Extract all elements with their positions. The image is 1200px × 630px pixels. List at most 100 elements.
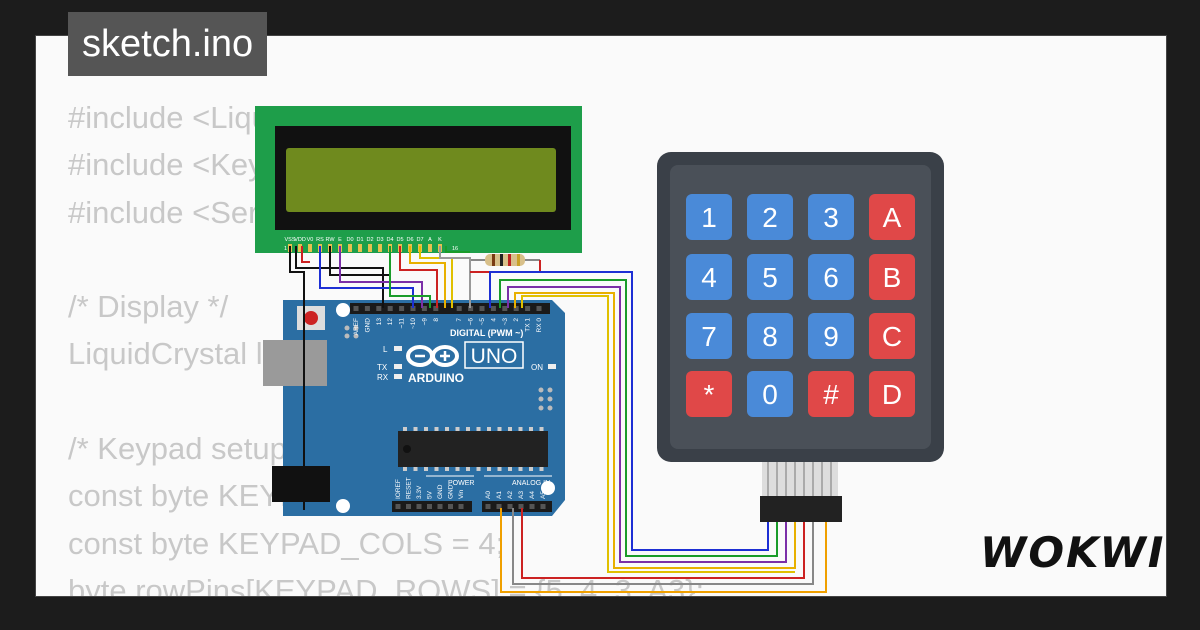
keypad-key[interactable]: #: [808, 371, 854, 417]
digital-pin[interactable]: [421, 306, 427, 311]
keypad-key[interactable]: 9: [808, 313, 854, 359]
lcd-pin[interactable]: [348, 244, 352, 252]
led-label-rx: RX: [377, 373, 389, 382]
bottom-pin[interactable]: [448, 504, 453, 509]
digital-pin-label: 13: [376, 318, 383, 326]
lcd-pin[interactable]: [308, 244, 312, 252]
bottom-pin[interactable]: [427, 504, 432, 509]
bottom-pin[interactable]: [406, 504, 411, 509]
keypad-key-label: 3: [823, 202, 839, 233]
keypad-key[interactable]: 3: [808, 194, 854, 240]
bottom-pin-label: A2: [507, 491, 514, 499]
wire-keypad-7: [500, 508, 827, 593]
digital-pin[interactable]: [490, 306, 496, 311]
bottom-pin[interactable]: [540, 504, 546, 509]
digital-pin-label: ~6: [468, 318, 475, 326]
bottom-pin[interactable]: [518, 504, 524, 509]
digital-pin-label: 12: [387, 318, 394, 326]
bottom-pin-label: RESET: [406, 477, 413, 499]
digital-pin-label: ~10: [410, 318, 417, 329]
digital-pin[interactable]: [536, 306, 542, 311]
filename-tab[interactable]: sketch.ino: [68, 12, 268, 76]
keypad-key[interactable]: *: [686, 371, 732, 417]
resistor[interactable]: [470, 254, 540, 266]
wire-yellow-d6: [409, 246, 446, 308]
wokwi-logo[interactable]: WOKWI: [980, 528, 1165, 577]
keypad-key[interactable]: B: [869, 254, 915, 300]
keypad-key[interactable]: D: [869, 371, 915, 417]
digital-pin[interactable]: [456, 306, 462, 311]
digital-pin[interactable]: [513, 306, 519, 311]
keypad-key[interactable]: 0: [747, 371, 793, 417]
usb-port: [263, 340, 327, 386]
lcd-pin-label: E: [338, 237, 342, 243]
digital-pin[interactable]: [387, 306, 393, 311]
wire-red-vdd: [301, 246, 310, 263]
bottom-pin-label: Vin: [458, 489, 465, 499]
keypad-key[interactable]: 8: [747, 313, 793, 359]
digital-pin[interactable]: [410, 306, 416, 311]
wire-keypad-2: [499, 279, 778, 557]
bottom-pin-label: A3: [518, 491, 525, 499]
bottom-pin[interactable]: [529, 504, 535, 509]
keypad-key[interactable]: 1: [686, 194, 732, 240]
bottom-pins: [395, 504, 546, 509]
bottom-pin[interactable]: [416, 504, 422, 509]
digital-pin[interactable]: [364, 306, 370, 311]
lcd-pin-label: K: [438, 237, 442, 243]
lcd-pin[interactable]: [428, 244, 432, 252]
bottom-pin[interactable]: [395, 504, 401, 509]
keypad-key[interactable]: A: [869, 194, 915, 240]
digital-pin[interactable]: [399, 306, 405, 311]
keypad-key[interactable]: 6: [808, 254, 854, 300]
keypad-key-label: C: [882, 321, 902, 352]
digital-pin-label: RX 0: [536, 318, 543, 333]
keypad-key[interactable]: 4: [686, 254, 732, 300]
on-label: ON: [531, 363, 543, 372]
wire-keypad-4: [514, 292, 796, 569]
wire-keypad-6: [512, 508, 814, 585]
bottom-pin[interactable]: [485, 504, 491, 509]
digital-pin[interactable]: [525, 306, 531, 311]
led-label-l: L: [383, 345, 388, 354]
lcd-pin-label: D6: [406, 237, 413, 243]
lcd-pin[interactable]: [298, 244, 302, 252]
keypad-key[interactable]: C: [869, 313, 915, 359]
keypad-key-label: 9: [823, 321, 839, 352]
code-line: /* Keypad setup */: [68, 431, 317, 467]
led-label-tx: TX: [377, 363, 388, 372]
lcd-pin[interactable]: [368, 244, 372, 252]
bottom-pin[interactable]: [437, 504, 443, 509]
keypad-key-label: 0: [762, 379, 778, 410]
digital-pin[interactable]: [376, 306, 382, 311]
keypad-key[interactable]: 7: [686, 313, 732, 359]
wire-blue-rs: [319, 246, 414, 308]
digital-pin[interactable]: [353, 306, 359, 311]
bottom-pin[interactable]: [507, 504, 513, 509]
lcd-pin-label: VDD: [294, 237, 306, 243]
arduino-wordmark: ARDUINO: [408, 371, 464, 385]
keypad-key[interactable]: 2: [747, 194, 793, 240]
digital-pin[interactable]: [468, 306, 474, 311]
lcd-pin[interactable]: [358, 244, 362, 252]
bottom-pin-label: IOREF: [395, 479, 402, 499]
digital-pin-label: ~3: [502, 318, 509, 326]
bottom-pin[interactable]: [458, 504, 464, 509]
wire-keypad-4b: [521, 295, 795, 573]
code-line: /* Display */: [68, 289, 229, 325]
lcd-pin[interactable]: [378, 244, 382, 252]
digital-pin[interactable]: [433, 306, 439, 311]
keypad-key[interactable]: 5: [747, 254, 793, 300]
lcd-pin-label: D5: [396, 237, 403, 243]
lcd-pin-label: D3: [376, 237, 383, 243]
digital-pin[interactable]: [502, 306, 508, 311]
digital-pin[interactable]: [479, 306, 485, 311]
bottom-pin[interactable]: [496, 504, 502, 509]
wire-red-d5: [399, 246, 438, 308]
lcd-screen: [286, 148, 556, 212]
lcd-pin-label: D0: [346, 237, 353, 243]
arduino-logo: [406, 345, 459, 367]
